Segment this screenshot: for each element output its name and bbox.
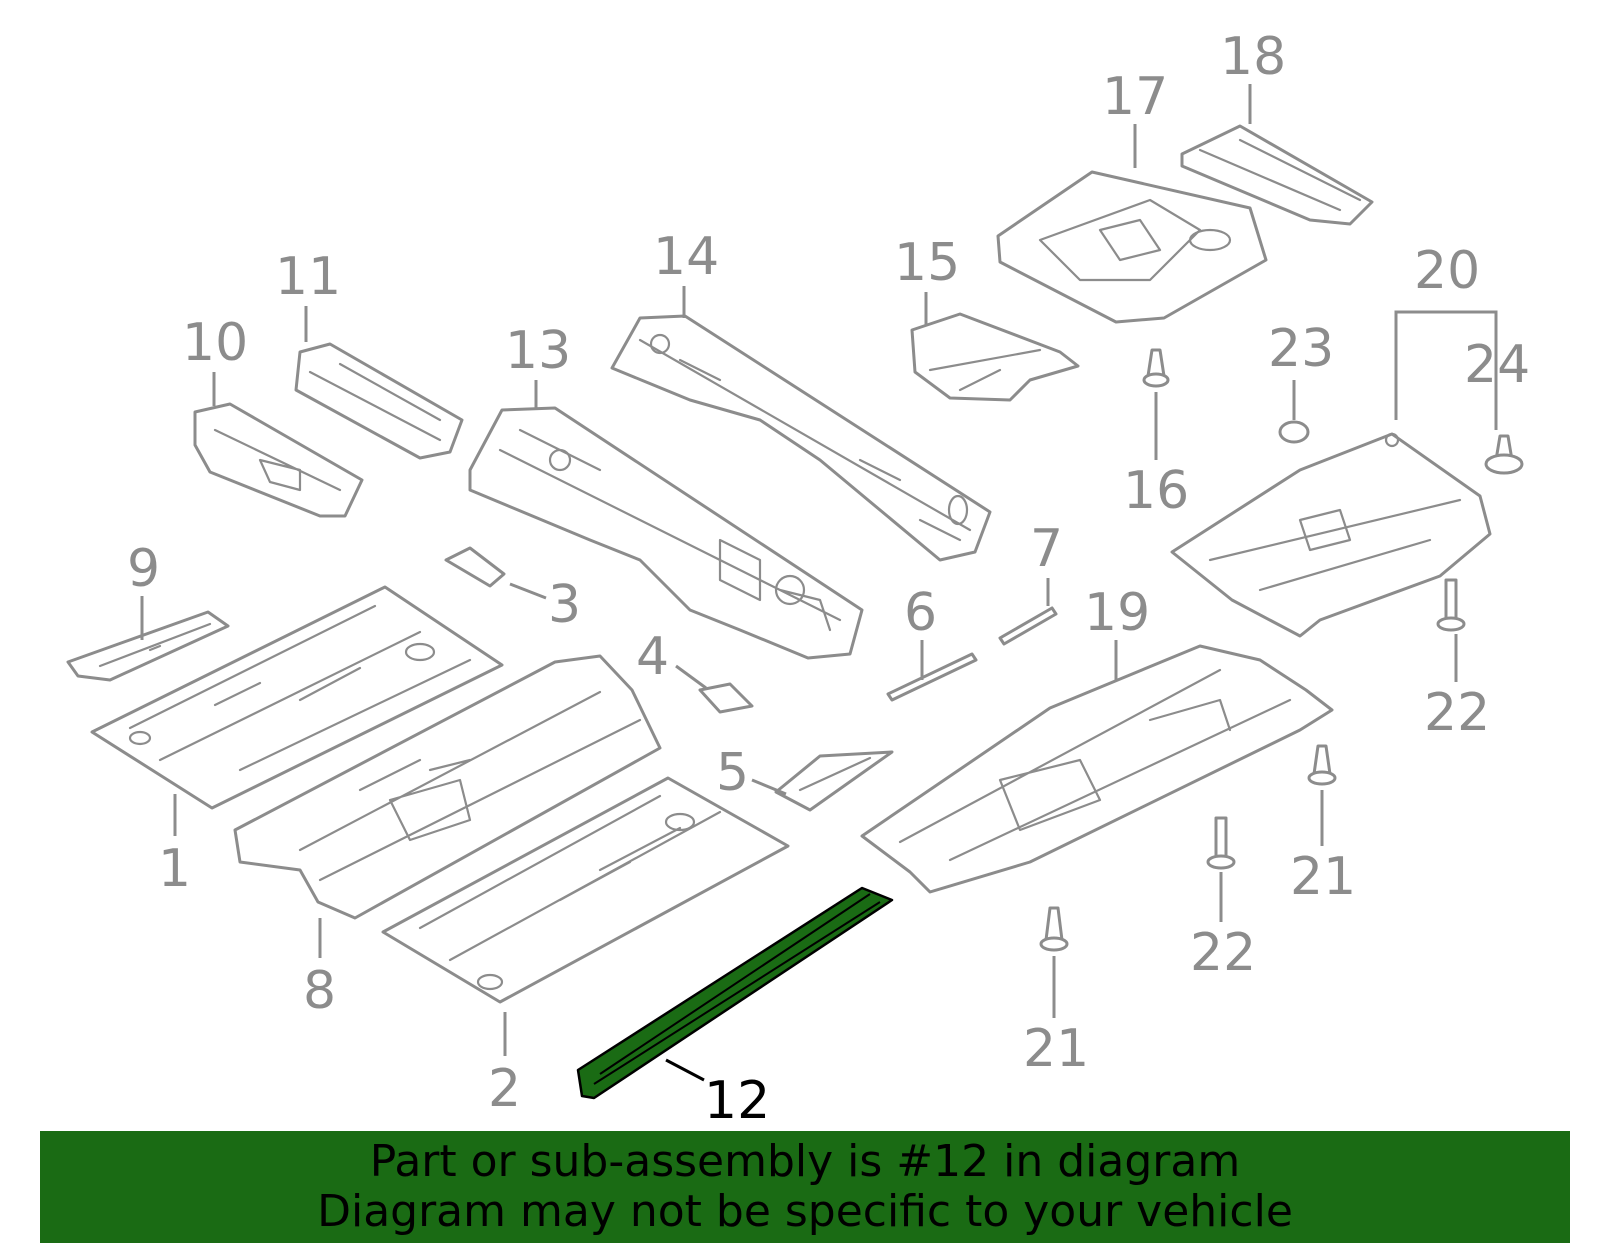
part-24-clip <box>1484 434 1524 475</box>
part-7-strip <box>998 606 1058 646</box>
callout-8: 8 <box>303 961 336 1021</box>
callout-5: 5 <box>716 743 749 803</box>
footer-line-1: Part or sub-assembly is #12 in diagram <box>369 1136 1241 1187</box>
callout-labels: 1 2 3 4 5 6 7 8 9 10 11 12 13 14 15 16 1… <box>127 27 1530 1130</box>
callout-15: 15 <box>894 233 960 293</box>
callout-11: 11 <box>275 247 341 307</box>
part-12-highlighted-rocker <box>576 886 894 1100</box>
part-17-panel <box>996 170 1268 324</box>
leader-lines <box>140 84 1498 1082</box>
footer-line-2: Diagram may not be specific to your vehi… <box>317 1186 1293 1237</box>
callout-22a: 22 <box>1190 923 1256 983</box>
callout-13: 13 <box>505 321 571 381</box>
part-1-floor-pan <box>90 585 504 810</box>
callout-20: 20 <box>1414 241 1480 301</box>
part-22b-bolt <box>1436 578 1466 632</box>
callout-7: 7 <box>1030 519 1063 579</box>
part-10-crossmember <box>193 402 364 518</box>
callout-1: 1 <box>158 839 191 899</box>
part-22a-bolt <box>1206 816 1236 870</box>
part-21b-clip <box>1307 744 1337 786</box>
callout-9: 9 <box>127 539 160 599</box>
part-4-bracket <box>698 682 754 714</box>
footer-banner: Part or sub-assembly is #12 in diagram D… <box>40 1131 1570 1243</box>
part-9-bracket <box>66 610 230 682</box>
callout-19: 19 <box>1084 583 1150 643</box>
callout-21a: 21 <box>1023 1019 1089 1079</box>
parts-diagram: 1 2 3 4 5 6 7 8 9 10 11 12 13 14 15 16 1… <box>66 27 1530 1130</box>
callout-12: 12 <box>704 1071 770 1130</box>
callout-17: 17 <box>1102 67 1168 127</box>
callout-24: 24 <box>1464 335 1530 395</box>
callout-6: 6 <box>904 583 937 643</box>
part-13-crossmember <box>468 406 864 660</box>
part-8-tunnel <box>233 654 662 920</box>
part-11-crossmember <box>294 342 464 460</box>
part-5-bracket <box>774 750 894 812</box>
part-16-clip <box>1142 348 1170 388</box>
part-20-underbody <box>1170 432 1492 638</box>
callout-2: 2 <box>488 1059 521 1119</box>
callout-23: 23 <box>1268 319 1334 379</box>
callout-4: 4 <box>636 627 669 687</box>
callout-10: 10 <box>182 313 248 373</box>
part-21a-clip <box>1039 906 1069 952</box>
part-15-panel <box>910 312 1080 402</box>
callout-21b: 21 <box>1290 847 1356 907</box>
part-14-crossmember <box>610 314 992 562</box>
part-3-bracket <box>444 546 506 588</box>
callout-18: 18 <box>1220 27 1286 87</box>
part-2-floor-pan <box>381 776 790 1004</box>
callout-14: 14 <box>653 227 719 287</box>
callout-3: 3 <box>548 575 581 635</box>
part-23-nut <box>1278 420 1310 444</box>
part-18-bracket <box>1180 124 1374 226</box>
part-6-strip <box>886 652 978 702</box>
callout-22b: 22 <box>1424 683 1490 743</box>
callout-16: 16 <box>1123 461 1189 521</box>
part-19-underbody <box>860 644 1334 894</box>
